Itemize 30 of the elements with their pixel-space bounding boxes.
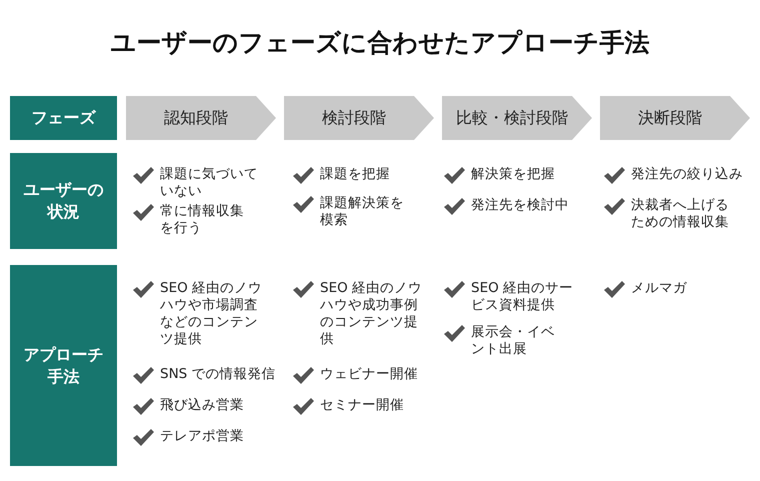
list-item-text: テレアポ営業 (160, 428, 245, 445)
list-item-text: 課題に気づいていない (160, 166, 259, 200)
phase-header (600, 96, 750, 140)
list-item-text: SEO 経由のノウハウや成功事例のコンテンツ提供 (320, 280, 424, 348)
phase-label: 認知段階 (164, 108, 229, 128)
list-item-text: SEO 経由のサービス資料提供 (471, 280, 574, 314)
list-item-text: 解決策を把握 (471, 166, 556, 183)
list-item-text: 発注先を検討中 (471, 197, 570, 214)
list-item-text: 課題を把握 (320, 166, 391, 183)
list-item-text: SNS での情報発信 (160, 366, 277, 383)
list-item-text: セミナー開催 (320, 397, 405, 414)
phase-label: 検討段階 (322, 108, 387, 128)
list-item-text: 決裁者へ上げるための情報収集 (631, 197, 730, 231)
list-item-text: SEO 経由のノウハウや市場調査などのコンテンツ提供 (160, 280, 264, 348)
list-item-text: 飛び込み営業 (160, 397, 245, 414)
list-item-text: 常に情報収集を行う (160, 203, 245, 237)
phase-header (126, 96, 276, 140)
phase-label: 決断段階 (638, 108, 703, 128)
phase-label: 比較・検討段階 (456, 108, 569, 128)
list-item-text: 発注先の絞り込み (631, 166, 744, 183)
header-cell: アプローチ手法 (10, 265, 117, 466)
header-cell: ユーザーの状況 (10, 153, 117, 249)
diagram-title: ユーザーのフェーズに合わせたアプローチ手法 (110, 27, 650, 59)
phase-header (284, 96, 434, 140)
list-item-text: 展示会・イベント出展 (471, 324, 556, 358)
phase-header (442, 96, 592, 140)
list-item-text: メルマガ (631, 280, 688, 297)
list-item-text: 課題解決策を模索 (320, 195, 405, 229)
header-cell: フェーズ (10, 96, 117, 140)
list-item-text: ウェビナー開催 (320, 366, 419, 383)
